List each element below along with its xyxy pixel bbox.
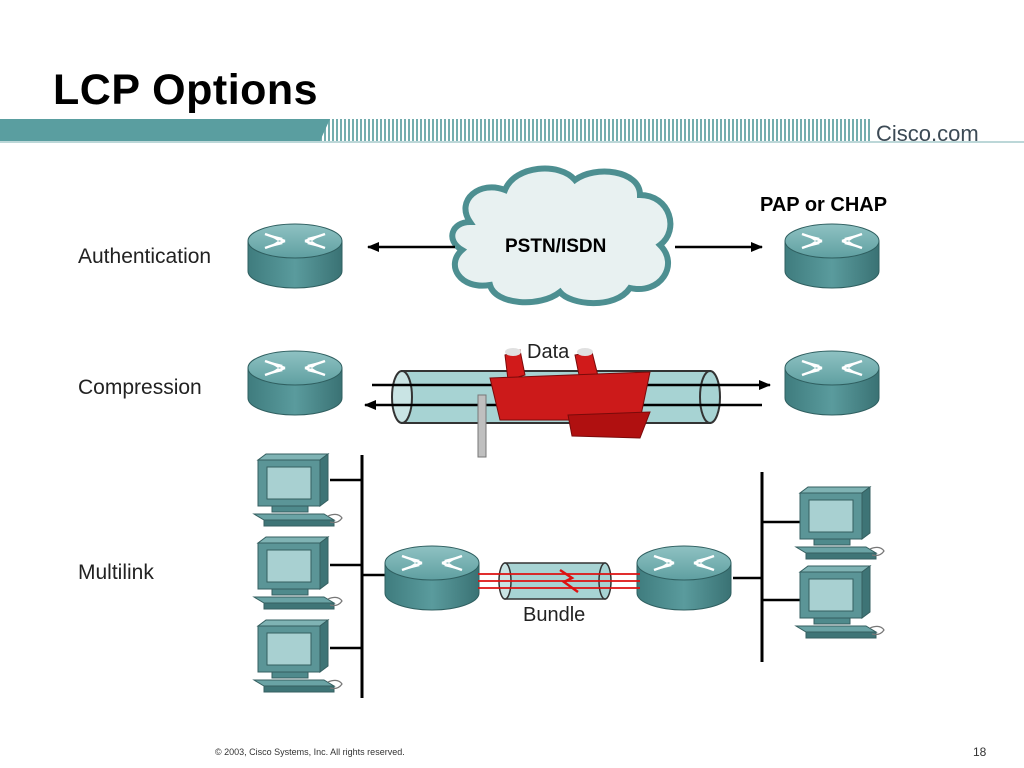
- router-multilink-left: [383, 544, 481, 612]
- page-number: 18: [973, 745, 987, 759]
- pstn-isdn-cloud: [449, 165, 674, 307]
- pap-chap-label: PAP or CHAP: [760, 194, 888, 216]
- data-label: Data: [527, 341, 570, 363]
- pc-left-3: [253, 619, 343, 693]
- compression-label: Compression: [78, 376, 202, 399]
- router-multilink-right: [635, 544, 733, 612]
- pc-right-1: [795, 486, 885, 560]
- vise-clamp: [477, 348, 651, 458]
- router-auth-right: [783, 222, 881, 290]
- slide-title: LCP Options: [53, 66, 319, 114]
- bundle-tube: [478, 562, 640, 600]
- pstn-isdn-label: PSTN/ISDN: [505, 236, 607, 257]
- router-comp-left: [246, 349, 344, 417]
- multilink-label: Multilink: [78, 561, 154, 584]
- pc-right-2: [795, 565, 885, 639]
- router-comp-right: [783, 349, 881, 417]
- header-banner: [0, 119, 1024, 143]
- authentication-label: Authentication: [78, 245, 212, 268]
- copyright-footer: © 2003, Cisco Systems, Inc. All rights r…: [215, 747, 405, 757]
- cisco-brand-logo: Cisco.com: [876, 121, 979, 146]
- pc-left-2: [253, 536, 343, 610]
- pc-left-1: [253, 453, 343, 527]
- bundle-label: Bundle: [523, 604, 586, 626]
- router-auth-left: [246, 222, 344, 290]
